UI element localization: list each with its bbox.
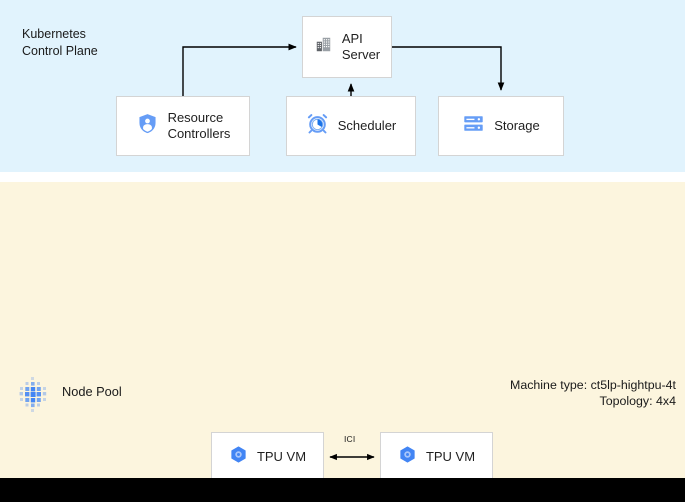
resource-controllers-box[interactable]: Resource Controllers <box>116 96 250 156</box>
ici-label-top: ICI <box>344 434 356 444</box>
resource-controllers-label: Resource Controllers <box>167 110 231 141</box>
control-plane-section-label: Kubernetes Control Plane <box>22 27 98 58</box>
tpu-vm-label-0: TPU VM <box>256 449 307 464</box>
tpu-vm-box-0[interactable]: TPU VM <box>211 432 324 482</box>
bottom-black-bar <box>0 478 685 502</box>
building-icon <box>314 35 333 59</box>
api-server-box[interactable]: API Server <box>302 16 392 78</box>
scheduler-label: Scheduler <box>337 118 397 133</box>
arrow-resource-controllers-to-api-server <box>182 43 297 96</box>
control-plane-panel: Kubernetes Control Plane <box>0 0 685 172</box>
api-server-label: API Server <box>341 31 381 62</box>
tpu-vm-box-1[interactable]: TPU VM <box>380 432 493 482</box>
tpu-hexagon-icon <box>229 445 248 469</box>
storage-label: Storage <box>494 118 540 133</box>
dot-matrix-icon <box>14 375 54 420</box>
shield-person-icon <box>136 112 159 140</box>
server-rack-icon <box>462 112 485 140</box>
node-pool-machine-meta: Machine type: ct5lp-hightpu-4t Topology:… <box>510 377 676 409</box>
node-pool-panel: Node Pool Machine type: ct5lp-hightpu-4t… <box>0 182 685 502</box>
scheduler-box[interactable]: Scheduler <box>286 96 416 156</box>
tpu-hexagon-icon <box>398 445 417 469</box>
machine-type-text: Machine type: ct5lp-hightpu-4t <box>510 378 676 392</box>
tpu-vm-label-1: TPU VM <box>425 449 476 464</box>
topology-text: Topology: 4x4 <box>599 394 676 408</box>
alarm-clock-icon <box>306 112 329 140</box>
ici-connectors <box>263 453 440 502</box>
arrow-api-server-to-storage <box>392 46 505 91</box>
storage-box[interactable]: Storage <box>438 96 564 156</box>
node-pool-section-label: Node Pool <box>62 384 122 399</box>
